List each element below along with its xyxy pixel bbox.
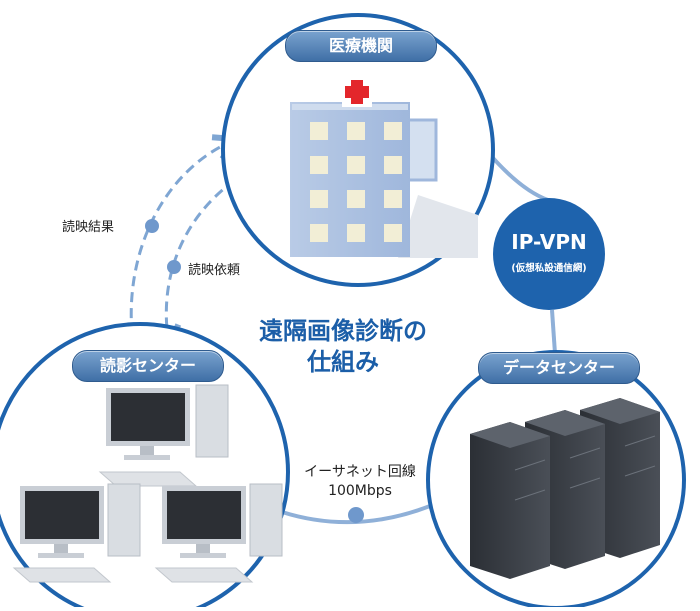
title-line-1: 遠隔画像診断の <box>259 317 427 345</box>
title-line-2: 仕組み <box>307 348 379 376</box>
ethernet-line-2: 100Mbps <box>328 483 392 499</box>
vpn-sub-label: (仮想私設通信網) <box>511 263 587 274</box>
workstation-icon-left <box>12 483 141 583</box>
ethernet-node <box>348 507 364 523</box>
reading-center-label: 読影センター <box>72 350 224 382</box>
request-flow-dot <box>167 260 181 274</box>
vpn-main-label: IP-VPN <box>511 230 587 254</box>
hospital-label: 医療機関 <box>285 30 437 62</box>
vpn-link-upper <box>484 148 549 202</box>
data-center-label: データセンター <box>478 352 640 384</box>
hospital-building-icon <box>290 77 478 258</box>
diagram-title: 遠隔画像診断の 仕組み <box>228 316 458 378</box>
result-flow-dot <box>145 219 159 233</box>
workstation-icon-right <box>154 483 283 583</box>
server-rack-icon <box>470 398 660 579</box>
ethernet-label: イーサネット回線 100Mbps <box>280 463 440 501</box>
request-flow-label: 読映依頼 <box>188 263 241 278</box>
result-flow-label: 読映結果 <box>62 220 115 235</box>
workstation-icon-top <box>98 384 229 487</box>
vpn-badge: IP-VPN (仮想私設通信網) <box>493 198 605 310</box>
ethernet-line-1: イーサネット回線 <box>304 464 416 480</box>
request-flow-arrow <box>166 178 236 338</box>
